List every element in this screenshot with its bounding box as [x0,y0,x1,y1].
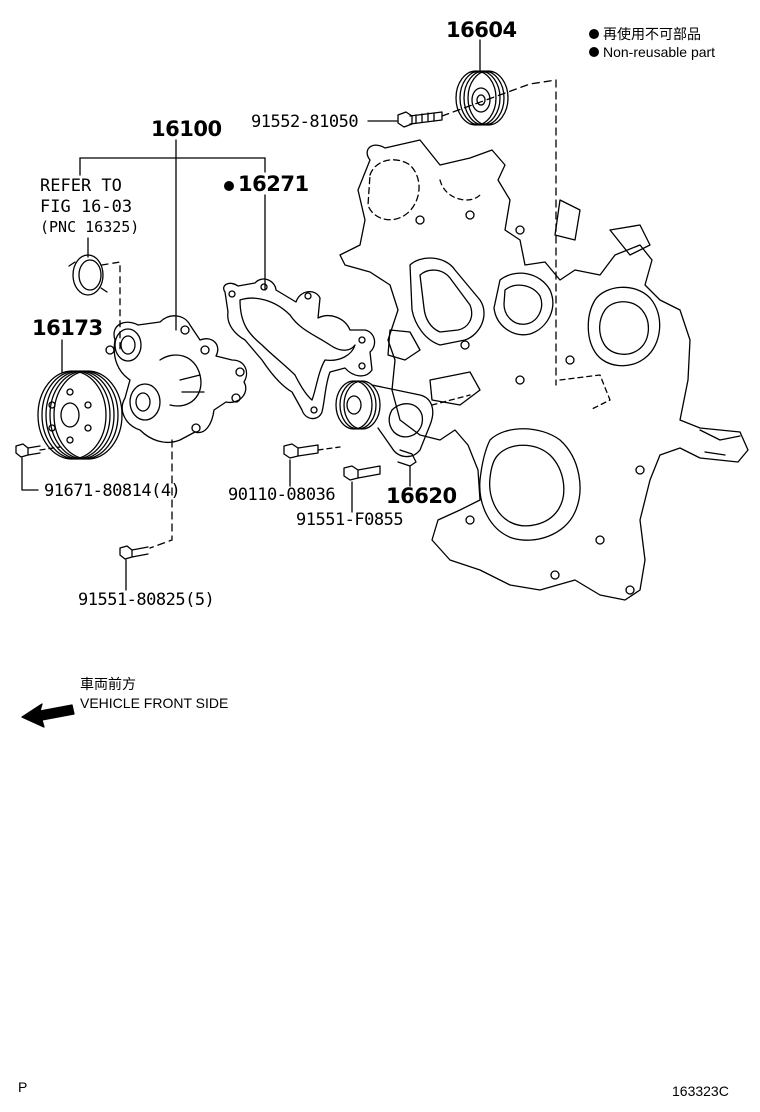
part-label-90110-08036[interactable]: 90110-08036 [228,485,336,505]
legend-non-reusable-en: Non-reusable part [589,45,715,59]
idler-pulley-16604 [455,70,509,126]
part-label-91671-80814[interactable]: 91671-80814(4) [44,481,181,501]
tensioner-16620 [335,380,471,467]
bolt-90110-08036 [283,443,319,459]
front-direction-jp: 車両前方 [80,676,136,692]
leader-91671 [21,457,39,491]
gasket-16271 [223,278,376,420]
non-reusable-dot-icon [589,47,599,57]
non-reusable-dot-icon [224,181,234,191]
footer-left-code: P [18,1079,28,1095]
bolt-91671-80814 [15,443,41,458]
part-label-16604[interactable]: 16604 [446,18,517,42]
bolt-91551-80825 [119,545,149,560]
bolt-91552-81050 [397,111,443,128]
refer-line-1: REFER TO [40,176,122,196]
water-pump-16100 [105,315,248,444]
bracket-16100 [79,139,266,331]
part-label-16100[interactable]: 16100 [151,117,222,141]
o-ring-part [68,254,108,296]
non-reusable-dot-icon [589,29,599,39]
bolt-91551-F0855 [343,465,381,481]
part-label-91551-80825[interactable]: 91551-80825(5) [78,590,215,610]
pulley-16173 [37,370,123,460]
refer-line-3: (PNC 16325) [40,218,140,236]
refer-line-2[interactable]: FIG 16-03 [40,197,133,217]
part-label-91552-81050[interactable]: 91552-81050 [251,112,359,132]
dashed-16604-line [441,79,557,386]
part-label-16271[interactable]: 16271 [224,174,309,195]
timing-cover [339,139,749,601]
part-label-16173[interactable]: 16173 [32,316,103,340]
front-direction-arrow [21,703,75,728]
illustration-id: 163323C [672,1083,729,1099]
part-label-91551-F0855[interactable]: 91551-F0855 [296,510,404,530]
legend-non-reusable-jp: 再使用不可部品 [589,27,701,41]
part-label-16620[interactable]: 16620 [386,484,457,508]
front-direction-en: VEHICLE FRONT SIDE [80,695,229,711]
